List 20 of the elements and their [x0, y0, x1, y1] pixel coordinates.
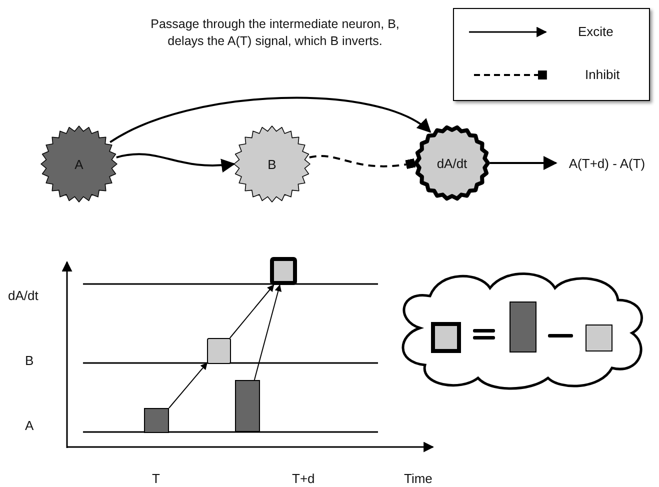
time-tick-label: T+d [292, 471, 315, 486]
arrow [116, 153, 236, 172]
output-label: A(T+d) - A(T) [568, 156, 646, 170]
arrow [168, 362, 208, 408]
axis-title: Time [404, 471, 432, 486]
arrow [254, 284, 282, 380]
legend-label: Excite [578, 24, 614, 39]
node-label: A [74, 156, 84, 172]
arrow [110, 97, 432, 144]
axis-level-label: dA/dt [8, 288, 38, 303]
node-label: dA/dt [436, 156, 468, 170]
inhibit-connector [309, 155, 416, 169]
axis-level-label: A [25, 418, 34, 433]
arrow [229, 284, 274, 338]
node-label: B [268, 156, 276, 172]
axis-level-label: B [25, 353, 34, 368]
annotation-text: Passage through the intermediate neuron, B, delays the A(T) signal, which B inverts. [150, 16, 400, 50]
arrow [490, 156, 558, 170]
time-tick-label: T [152, 471, 160, 486]
legend-label: Inhibit [585, 67, 620, 82]
